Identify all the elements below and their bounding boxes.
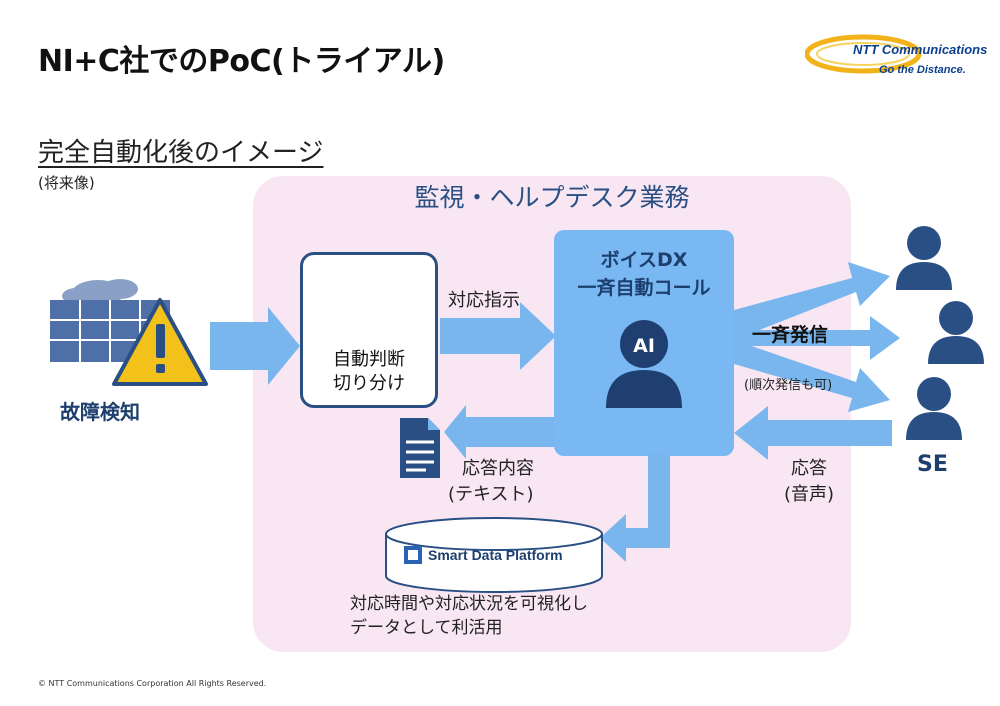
arrow-ai-to-voice [440, 302, 556, 370]
broadcast-arrow-top [734, 262, 890, 340]
logo-brand: NTT Communications [853, 42, 988, 57]
arrow-voice-to-document [444, 405, 554, 459]
voice-dx-title: ボイスDX 一斉自動コール [554, 246, 734, 302]
logo-tagline: Go the Distance. [879, 64, 966, 76]
se-person-icon-middle [928, 301, 984, 364]
voice-dx-line2: 一斉自動コール [577, 277, 711, 299]
arrow-voice-to-platform [600, 454, 670, 562]
operations-area-title: 監視・ヘルプデスク業務 [414, 183, 690, 212]
ai-judge-text: 自動判断 切り分け [300, 348, 438, 396]
ai-judge-box [300, 252, 438, 408]
instruct-label: 対応指示 [448, 290, 520, 311]
response-content-label: 応答内容 (テキスト) [448, 456, 534, 508]
platform-logo-icon [404, 546, 422, 564]
arrow-se-to-voice [734, 406, 892, 460]
voice-ai-label: AI [633, 335, 655, 357]
broadcast-arrow-bottom [734, 340, 890, 412]
se-person-icon-bottom [906, 377, 962, 440]
warning-icon [112, 298, 208, 386]
arrow-fault-to-ai [210, 307, 300, 385]
voice-ai-person-icon [606, 320, 682, 408]
fault-detect-label: 故障検知 [60, 400, 140, 424]
broadcast-note: (順次発信も可) [744, 378, 833, 393]
database-cylinder-icon [385, 517, 603, 593]
ntt-logo: NTT Communications Go the Distance. [804, 30, 987, 90]
se-person-icon-top [896, 226, 952, 290]
response-voice-line2: (音声) [784, 484, 835, 505]
response-voice-label: 応答 (音声) [784, 456, 834, 508]
copyright-footer: © NTT Communications Corporation All Rig… [38, 679, 267, 688]
page-title: NI+C社でのPoC(トライアル) [38, 44, 445, 79]
platform-label: Smart Data Platform [428, 547, 563, 563]
platform-note-line2: データとして利活用 [350, 618, 503, 638]
response-content-line2: (テキスト) [448, 484, 534, 505]
voice-dx-line1: ボイスDX [600, 249, 688, 271]
broadcast-label: 一斉発信 [752, 324, 829, 346]
response-content-line1: 応答内容 [462, 458, 534, 479]
document-icon [400, 418, 440, 478]
response-voice-line1: 応答 [791, 458, 828, 479]
platform-note-line1: 対応時間や対応状況を可視化し [350, 594, 588, 614]
section-subtitle: 完全自動化後のイメージ [38, 138, 324, 168]
ntt-logo-swoosh-icon [804, 34, 922, 74]
section-subtitle-note: (将来像) [38, 174, 95, 192]
ai-judge-line1: 自動判断 [333, 349, 405, 370]
se-label: SE [917, 452, 948, 477]
broadcast-arrow-middle [734, 316, 900, 360]
platform-note: 対応時間や対応状況を可視化し データとして利活用 [350, 592, 588, 640]
broadcast-arrows [734, 262, 900, 412]
ai-judge-line2: 切り分け [333, 373, 405, 394]
